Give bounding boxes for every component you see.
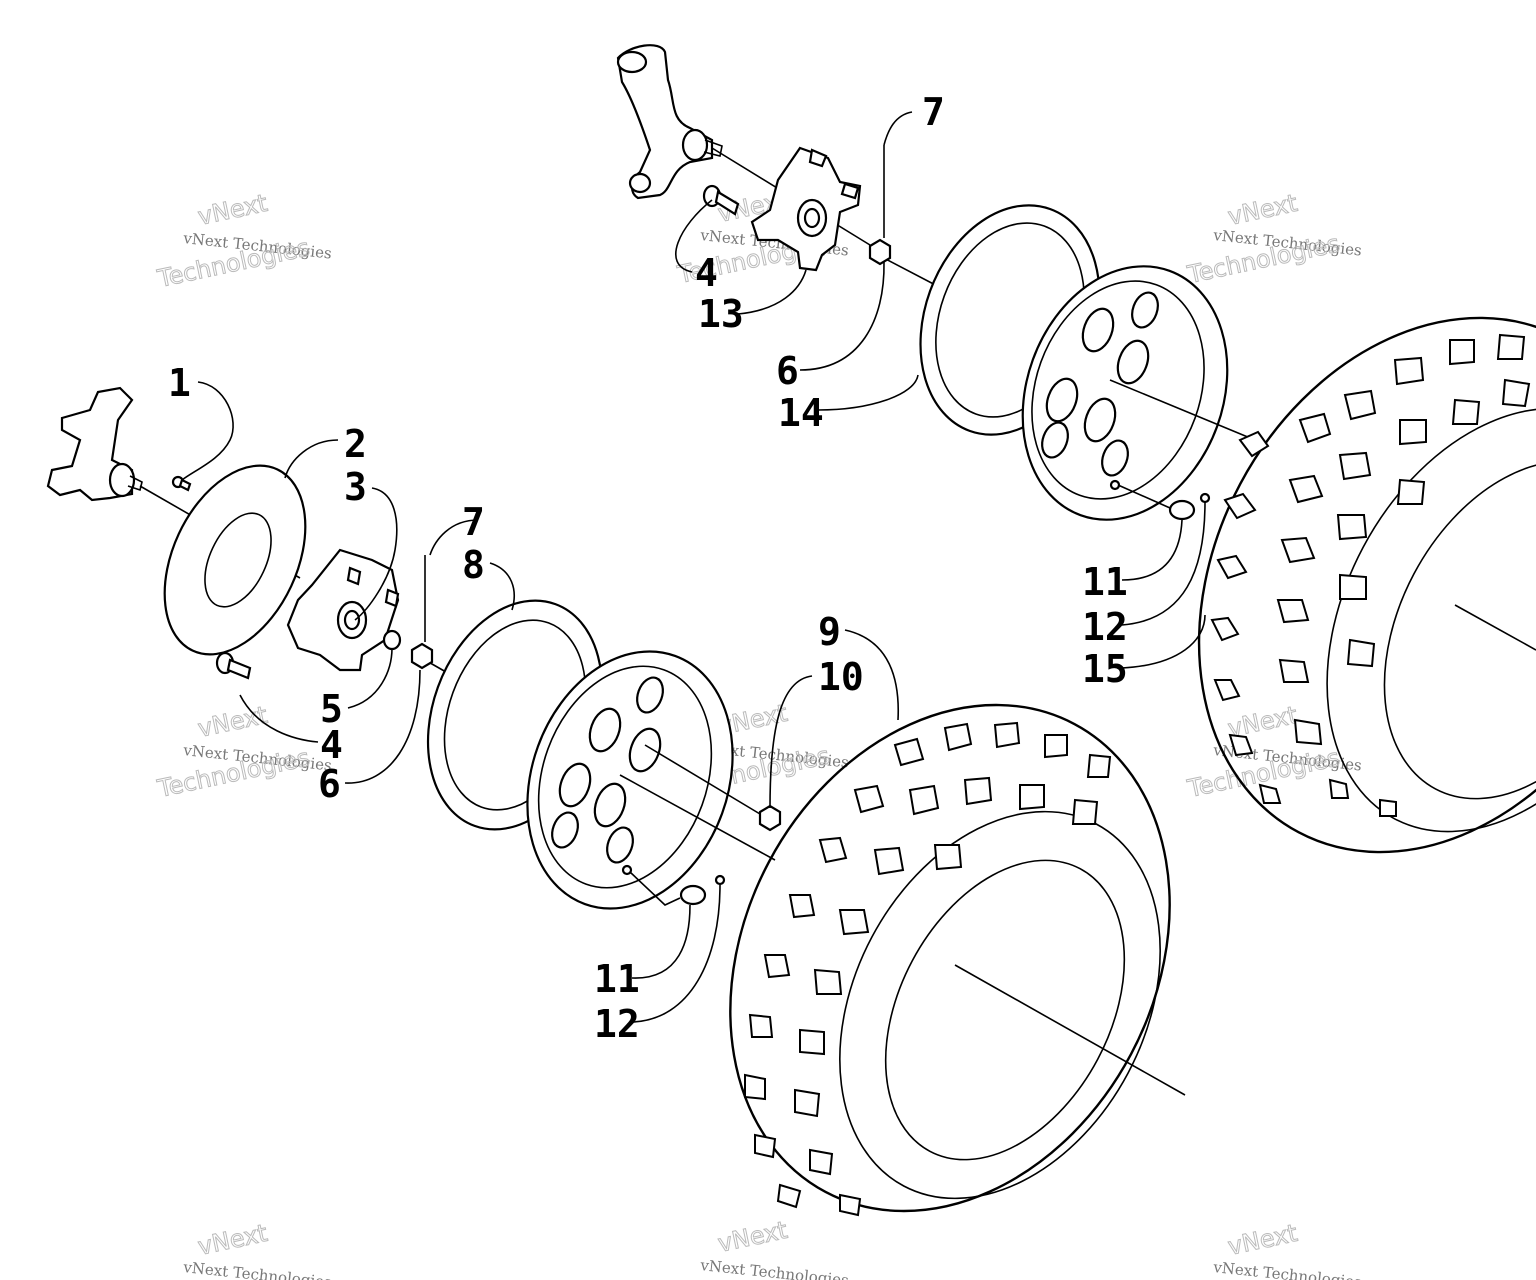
watermark-text: vNext Technologies [182, 1258, 333, 1280]
lower-valve-stem [629, 871, 726, 906]
upper-hub [750, 146, 862, 272]
upper-tire-treads [1210, 333, 1531, 817]
watermark-top-left: vNext vNext Technologies Technologies [154, 188, 333, 293]
watermark-text: vNext Technologies [1212, 1258, 1363, 1280]
watermark-top-right: vNext vNext Technologies Technologies [1184, 188, 1363, 289]
callout-numbers: 1 2 3 7 8 5 4 6 9 10 11 12 7 4 13 6 14 1… [168, 90, 1128, 1046]
watermark-text: vNext [195, 189, 269, 231]
lower-rim-axis [619, 774, 776, 861]
callout-6: 6 [318, 762, 341, 806]
callout-10: 10 [818, 655, 864, 699]
lower-tire-treads [744, 721, 1112, 1217]
lower-tire-axis [954, 964, 1186, 1096]
callout-9: 9 [818, 610, 841, 654]
upper-tire [1197, 316, 1536, 854]
watermark-bottom-row: vNext vNext Technologies vNext vNext Tec… [182, 1215, 1363, 1280]
callout-8: 8 [462, 543, 485, 587]
lower-hub-washer [382, 629, 402, 651]
brake-disc [163, 464, 307, 656]
callout-2: 2 [344, 422, 367, 466]
callout-12: 12 [594, 1002, 640, 1046]
upper-rim [919, 204, 1229, 521]
upper-valve-stem [1117, 484, 1211, 521]
upper-steering-knuckle [616, 44, 723, 200]
callout-11-upper: 11 [1082, 560, 1128, 604]
watermark-text: vNext Technologies [699, 1256, 850, 1280]
callout-4-upper: 4 [695, 251, 718, 295]
callout-14: 14 [778, 391, 824, 435]
upper-hub-bolt [702, 184, 740, 216]
callout-12-upper: 12 [1082, 605, 1128, 649]
watermark-text: vNext [715, 1216, 789, 1258]
watermark-text: vNext [1225, 1219, 1299, 1261]
callout-13: 13 [698, 292, 744, 336]
lower-hub [286, 548, 400, 672]
callout-4: 4 [320, 723, 343, 767]
upper-rim-axis [1109, 379, 1256, 441]
callout-7: 7 [462, 500, 485, 544]
watermark-text: vNext [1225, 189, 1299, 231]
watermark-mid-left: vNext vNext Technologies Technologies [154, 700, 333, 803]
callout-7-upper: 7 [922, 90, 945, 134]
callout-11: 11 [594, 957, 640, 1001]
callout-5: 5 [320, 687, 343, 731]
watermark-text: vNext [195, 1219, 269, 1261]
callout-3: 3 [344, 465, 367, 509]
leader-lines [181, 111, 1206, 1023]
disc-bolt [171, 475, 192, 492]
lower-hub-bolt [215, 651, 252, 680]
upper-tire-axis [1454, 604, 1536, 651]
lower-rim [426, 599, 734, 910]
callout-15: 15 [1082, 647, 1128, 691]
lower-steering-knuckle [46, 386, 143, 502]
callout-1: 1 [168, 361, 191, 405]
watermark-text: vNext [195, 701, 269, 743]
lower-axle-nut [410, 555, 434, 670]
callout-6-upper: 6 [776, 349, 799, 393]
upper-axle-nut [868, 145, 892, 266]
lower-tire [729, 703, 1171, 1217]
